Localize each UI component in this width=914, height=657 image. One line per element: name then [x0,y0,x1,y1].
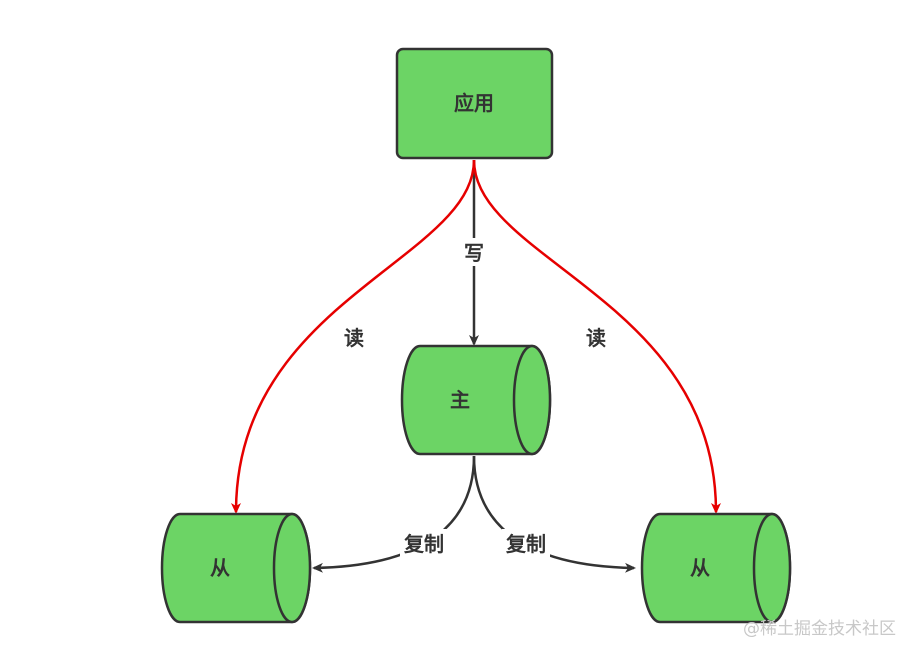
slave-left-cylinder-end [272,512,312,624]
node-label-slave-left: 从 [210,556,230,580]
edge-replicate-left [312,455,476,573]
node-app: 应用 [395,47,554,160]
node-label-slave-right: 从 [690,556,710,580]
read-right-label-bg [582,323,610,351]
master-cylinder-end [512,344,552,456]
watermark-text: @稀土掘金技术社区 [743,619,896,639]
node-slave-right: 从 [640,512,792,624]
edge-label-replicate-left: 复制 [403,532,444,556]
slave-right-cylinder-end [752,512,792,624]
app-box [395,47,554,160]
node-label-app: 应用 [454,91,494,115]
replicate-right-label-bg [502,529,550,557]
edge-label-write: 写 [464,241,484,265]
edge-label-read-right: 读 [586,326,606,350]
replicate-left-label-bg [400,529,448,557]
read-left-label-bg [340,323,368,351]
edge-read-left [231,159,476,514]
write-label-bg [460,238,488,266]
edge-label-replicate-right: 复制 [505,532,546,556]
edge-replicate-right [472,455,636,573]
edge-label-read-left: 读 [344,326,364,350]
edge-labels: 写 读 读 复制 复制 [340,238,610,557]
node-master: 主 [400,344,552,456]
node-label-master: 主 [450,388,470,412]
edge-read-right [472,159,721,514]
node-slave-left: 从 [160,512,312,624]
